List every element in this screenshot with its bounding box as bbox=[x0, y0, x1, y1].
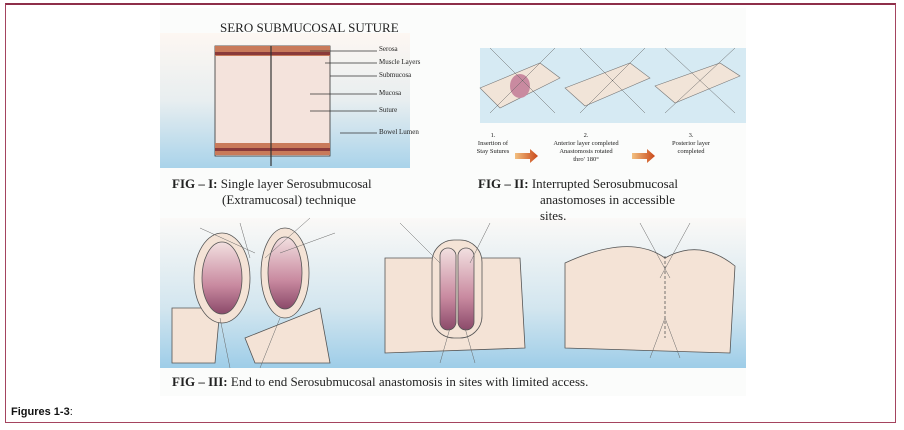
fig2-step-2-line1: Anterior layer completed bbox=[553, 140, 619, 147]
fig2-caption-line2: anastomoses in accessible bbox=[540, 192, 676, 207]
fig3-caption-prefix: FIG – III: bbox=[172, 374, 228, 389]
figure-image: SERO SUBMUCOSAL SUTURE Serosa Muscle Lay… bbox=[160, 8, 746, 396]
fig2-caption-prefix: FIG – II: bbox=[478, 176, 529, 191]
fig2-step-2-line3: thro' 180° bbox=[573, 156, 599, 163]
figure-caption: Figures 1-3: bbox=[11, 406, 73, 418]
fig3-caption-text: End to end Serosubmucosal anastomosis in… bbox=[230, 374, 589, 389]
fig1-caption-line1: Single layer Serosubmucosal bbox=[220, 176, 372, 191]
fig2-step-1-line1: Insertion of bbox=[477, 140, 509, 147]
fig2-step-2-line2: Anastomosis rotated bbox=[559, 148, 613, 155]
fig1-caption-prefix: FIG – I: bbox=[172, 176, 218, 191]
fig2-step-3-num: 3. bbox=[688, 132, 694, 139]
fig1-label-submucosa: Submucosa bbox=[379, 71, 412, 79]
fig2-caption-line3: sites. bbox=[540, 208, 567, 223]
figure-caption-label: Figures 1-3 bbox=[11, 406, 70, 418]
fig1-caption: FIG – I: Single layer Serosubmucosal (Ex… bbox=[172, 176, 372, 208]
fig1-title: SERO SUBMUCOSAL SUTURE bbox=[220, 20, 399, 35]
fig2-step-3-line2: completed bbox=[677, 148, 705, 155]
fig2-caption: FIG – II: Interrupted Serosubmucosal ana… bbox=[478, 176, 678, 224]
fig2-step-2-num: 2. bbox=[583, 132, 589, 139]
figure-illustration bbox=[160, 33, 746, 369]
fig1-label-lumen: Bowel Lumen bbox=[379, 128, 419, 136]
figure-caption-suffix: : bbox=[69, 406, 73, 418]
fig1-label-serosa: Serosa bbox=[379, 45, 398, 53]
fig1-label-suture: Suture bbox=[379, 106, 398, 114]
fig1-label-muscle: Muscle Layers bbox=[379, 58, 421, 66]
fig2-step-1-line2: Stay Sutures bbox=[476, 148, 510, 155]
fig2-step-3-line1: Posterior layer bbox=[671, 140, 711, 147]
fig2-caption-line1: Interrupted Serosubmucosal bbox=[531, 176, 679, 191]
fig1-caption-line2: (Extramucosal) technique bbox=[222, 192, 356, 207]
fig1-label-mucosa: Mucosa bbox=[379, 89, 402, 97]
fig2-step-1-num: 1. bbox=[490, 132, 496, 139]
fig3-caption: FIG – III: End to end Serosubmucosal ana… bbox=[172, 374, 588, 390]
